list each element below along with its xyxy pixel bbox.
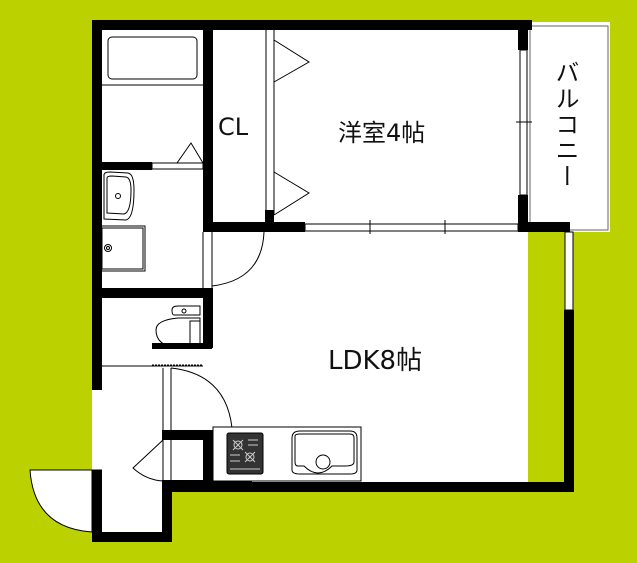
balcony-floor — [528, 22, 610, 232]
closet-label: CL — [218, 113, 249, 141]
floor-area — [92, 22, 610, 540]
ldk-label: LDK8帖 — [328, 346, 423, 376]
gas-stove-icon — [226, 432, 264, 475]
walls — [92, 20, 574, 542]
bath-door-icon — [176, 142, 204, 164]
western-room-label: 洋室4帖 — [338, 119, 426, 147]
washbasin-icon — [103, 171, 135, 221]
balcony-label: バルコニー — [551, 60, 579, 190]
bathtub-icon — [107, 36, 198, 80]
kitchen-sink-icon — [291, 430, 358, 475]
closet-doors — [265, 30, 310, 216]
entrance-door[interactable] — [29, 469, 102, 533]
washing-machine-icon — [99, 225, 146, 272]
toilet-door — [102, 364, 233, 430]
windows — [151, 49, 574, 311]
shoe-closet-door — [132, 439, 172, 482]
hall-door-upper — [202, 231, 265, 288]
toilet-icon — [155, 305, 201, 349]
